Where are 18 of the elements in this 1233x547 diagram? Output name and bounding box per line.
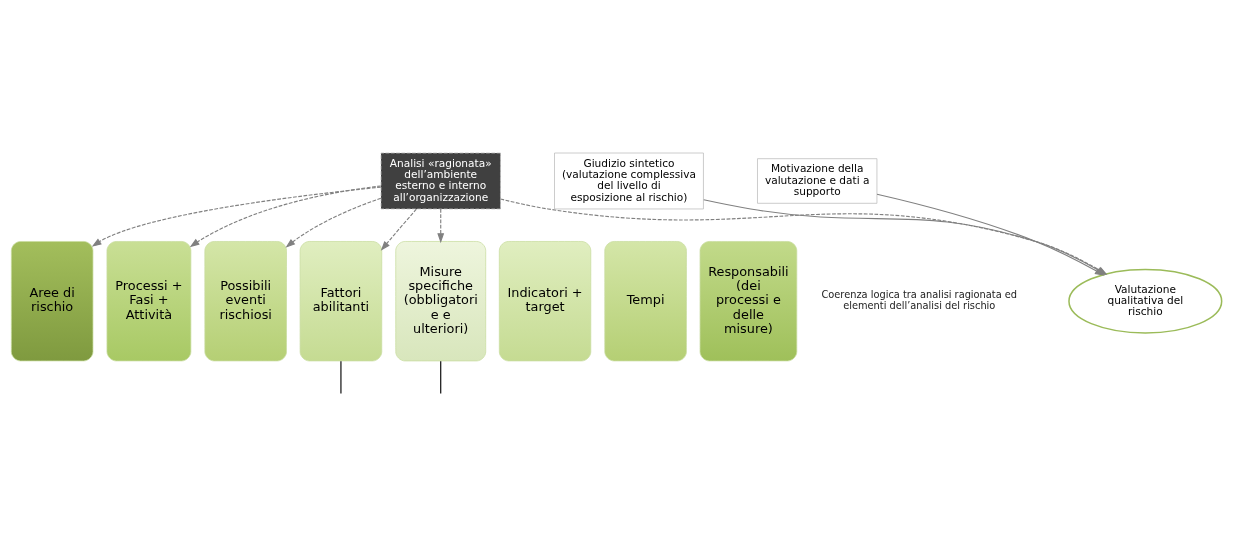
- arrow: [189, 185, 382, 248]
- node-box: Aree di rischio: [10, 241, 94, 362]
- node-box: Motivazione della valutazione e dati a supporto: [757, 158, 878, 204]
- node-box: Possibili eventi rischiosi: [204, 241, 287, 362]
- node-box: Processi + Fasi + Attività: [106, 241, 192, 362]
- node-box: Tempi: [604, 241, 687, 362]
- node-box: Indicatori + target: [498, 241, 592, 362]
- connector: [440, 360, 442, 394]
- node-box: Analisi «ragionata» dell’ambiente esterno e interno all’organizzazione: [380, 152, 501, 210]
- arrow: [91, 186, 382, 247]
- node-box: Responsabili (dei processi e delle misure): [699, 241, 798, 362]
- arrow: [380, 208, 417, 251]
- label: Coerenza logica tra analisi ragionata ed elementi dell’analisi del rischio: [821, 289, 1018, 312]
- node-box: Fattori abilitanti: [299, 241, 383, 362]
- node-box: Giudizio sintetico (valutazione complessiva del livello di esposizione al rischio): [554, 152, 704, 210]
- arrow: [437, 208, 445, 244]
- arrow: [285, 197, 382, 248]
- node-box: Misure specifiche (obbligatorie e ulteriori): [395, 241, 487, 362]
